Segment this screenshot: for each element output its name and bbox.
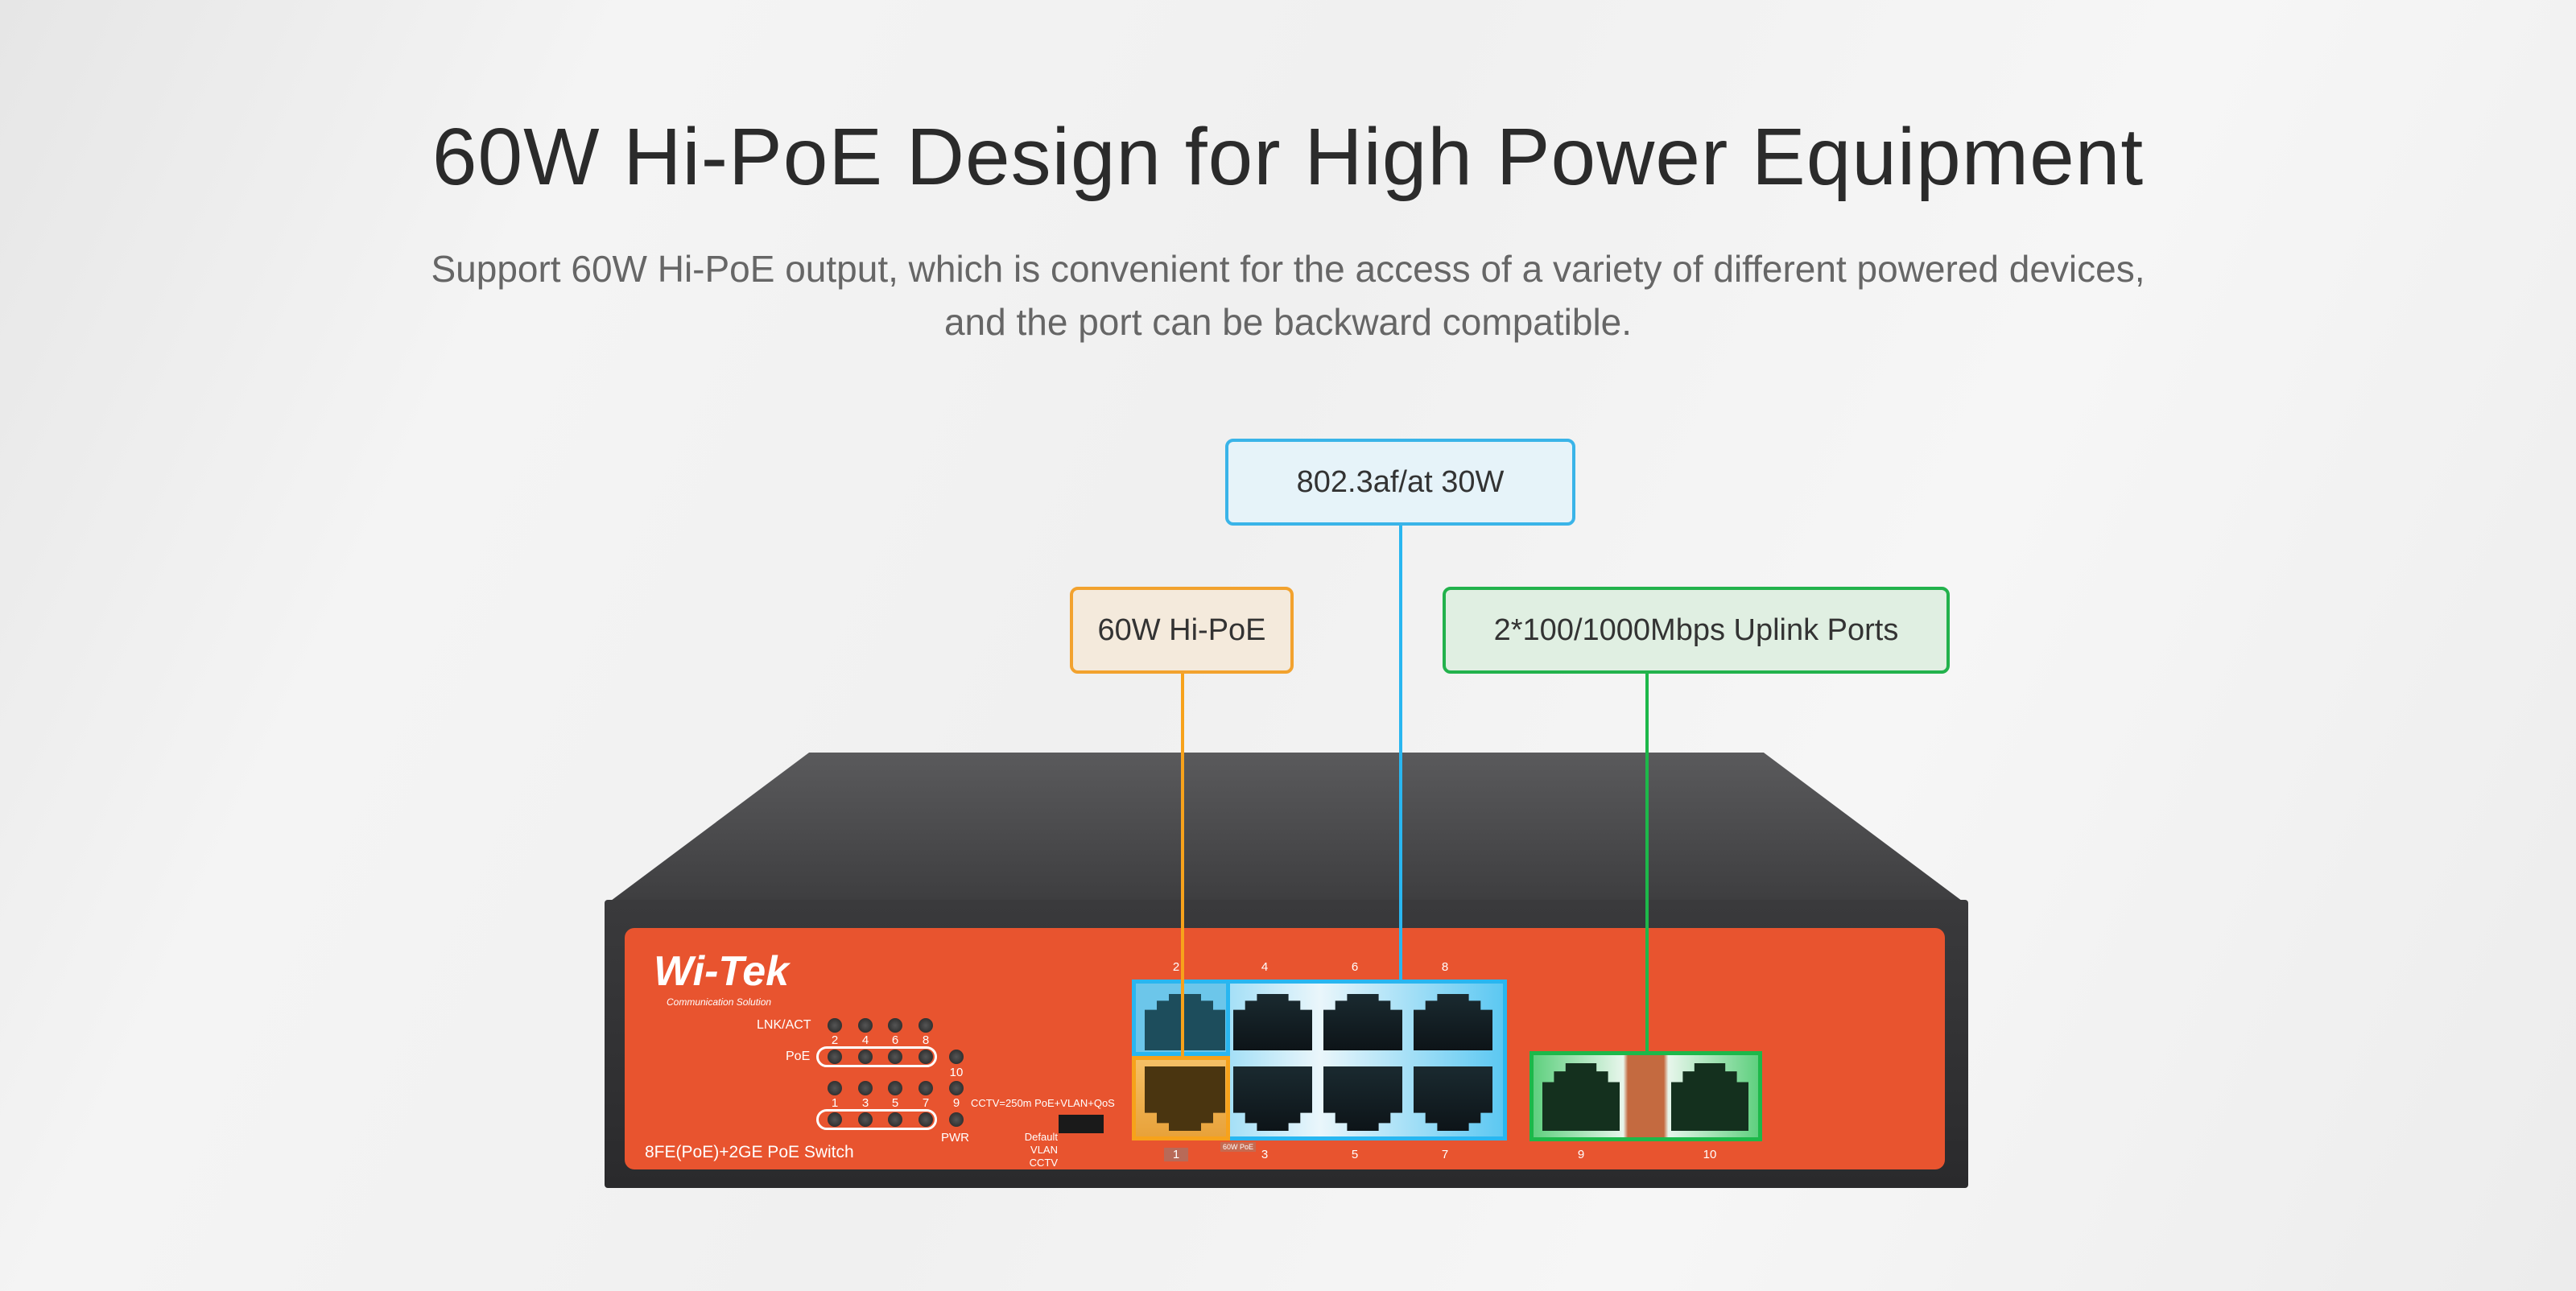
callout-standard-poe: 802.3af/at 30W — [1225, 439, 1575, 526]
callout-hi-poe: 60W Hi-PoE — [1070, 587, 1294, 674]
mode-vlan: VLAN — [1030, 1144, 1058, 1156]
ethernet-port-7 — [1414, 1066, 1492, 1131]
port-number: 4 — [1261, 960, 1269, 974]
led — [888, 1050, 902, 1064]
model-label: 8FE(PoE)+2GE PoE Switch — [645, 1143, 854, 1161]
mode-switch[interactable] — [1059, 1115, 1104, 1133]
ethernet-port-2 — [1145, 994, 1225, 1050]
led-number: 2 — [831, 1033, 839, 1047]
led — [949, 1081, 964, 1095]
port-number: 2 — [1172, 960, 1180, 974]
led — [919, 1018, 933, 1033]
led — [858, 1018, 873, 1033]
led-number: 7 — [922, 1096, 930, 1110]
port-number: 6 — [1351, 960, 1359, 974]
brand-name: Wi-Tek — [654, 948, 790, 995]
port-number: 8 — [1441, 960, 1449, 974]
ethernet-port-5 — [1323, 1066, 1402, 1131]
led — [828, 1050, 842, 1064]
led-number: 9 — [952, 1096, 960, 1110]
led-number: 3 — [861, 1096, 869, 1110]
led — [919, 1081, 933, 1095]
led — [888, 1081, 902, 1095]
led-number: 4 — [861, 1033, 869, 1047]
port-60w-tag: 60W PoE — [1220, 1142, 1257, 1153]
led — [888, 1018, 902, 1033]
lnk-act-label: LNK/ACT — [757, 1018, 811, 1032]
poe-led-group — [816, 1046, 937, 1067]
uplink-leader-line — [1645, 674, 1649, 1052]
standard-leader-line — [1399, 526, 1402, 981]
pwr-led-group — [816, 1109, 937, 1130]
led — [949, 1112, 964, 1127]
led — [919, 1050, 933, 1064]
pwr-label: PWR — [941, 1131, 969, 1145]
ethernet-port-3 — [1233, 1066, 1312, 1131]
subtitle-line-2: and the port can be backward compatible. — [943, 301, 1633, 343]
led — [919, 1112, 933, 1127]
led-number: 5 — [891, 1096, 899, 1110]
led-number: 10 — [949, 1066, 964, 1079]
switch-top-cover — [605, 753, 1968, 905]
ethernet-port-9 — [1542, 1063, 1620, 1131]
mode-cctv: CCTV — [1029, 1157, 1058, 1169]
led — [949, 1050, 964, 1064]
hipoe-leader-line — [1181, 674, 1184, 1056]
port-number: 1 — [1164, 1148, 1188, 1162]
port-number: 9 — [1577, 1148, 1585, 1161]
page-title: 60W Hi-PoE Design for High Power Equipme… — [431, 112, 2145, 202]
callout-uplink-ports: 2*100/1000Mbps Uplink Ports — [1443, 587, 1950, 674]
port-number: 3 — [1261, 1148, 1269, 1161]
mode-labels: Default VLAN CCTV — [995, 1131, 1058, 1169]
ethernet-port-6 — [1323, 994, 1402, 1050]
ethernet-port-1 — [1145, 1066, 1225, 1131]
led — [828, 1112, 842, 1127]
led — [858, 1050, 873, 1064]
ethernet-port-4 — [1233, 994, 1312, 1050]
led — [828, 1081, 842, 1095]
led-number: 1 — [831, 1096, 839, 1110]
led — [828, 1018, 842, 1033]
led-number: 8 — [922, 1033, 930, 1047]
mode-default: Default — [1024, 1131, 1058, 1143]
subtitle-line-1: Support 60W Hi-PoE output, which is conv… — [431, 248, 2145, 290]
ethernet-port-10 — [1671, 1063, 1748, 1131]
mode-note: CCTV=250m PoE+VLAN+QoS — [971, 1097, 1115, 1109]
brand-tagline: Communication Solution — [667, 996, 772, 1008]
port-number: 7 — [1441, 1148, 1449, 1161]
led — [858, 1112, 873, 1127]
led — [888, 1112, 902, 1127]
poe-label: PoE — [786, 1050, 811, 1063]
led — [858, 1081, 873, 1095]
port-number: 5 — [1351, 1148, 1359, 1161]
ethernet-port-8 — [1414, 994, 1492, 1050]
port-number: 10 — [1703, 1148, 1717, 1161]
switch-front-panel: Wi-Tek Communication Solution LNK/ACT Po… — [625, 928, 1945, 1169]
led-number: 6 — [891, 1033, 899, 1047]
